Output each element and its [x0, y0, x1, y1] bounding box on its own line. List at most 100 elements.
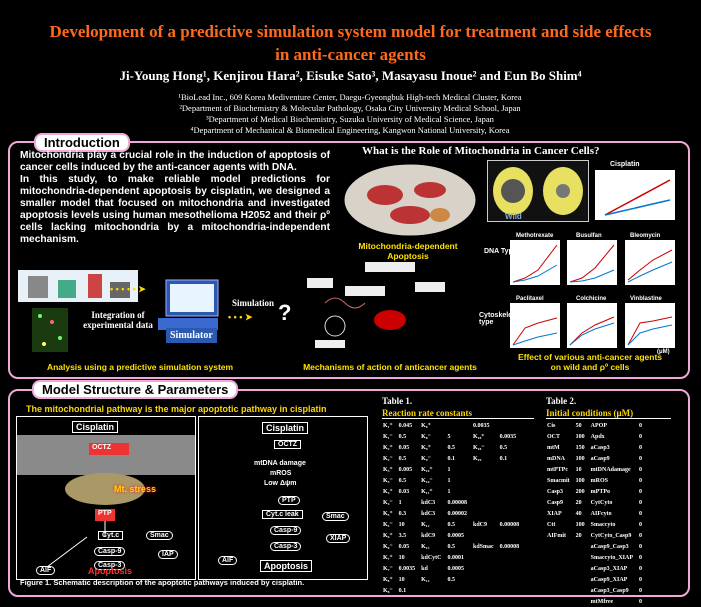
table-cell	[497, 563, 523, 574]
table-cell: 0	[639, 587, 642, 594]
cisplatin-chart	[595, 170, 675, 220]
left-smac-node: Smac	[146, 531, 173, 540]
integration-label: Integration of experimental data	[83, 310, 153, 330]
table1-subtitle: Reaction rate constants	[382, 408, 534, 419]
table-cell: 1	[398, 499, 402, 506]
table-cell: 1	[447, 466, 451, 473]
table-cell: K₁₄	[421, 576, 430, 583]
table-cell: K₁₉	[472, 455, 482, 462]
table-cell: K₅⁺	[383, 511, 393, 517]
table-cell: Casp9	[547, 499, 564, 506]
table-cell: K₇⁻	[383, 566, 393, 572]
table-cell: K₁₃	[421, 543, 430, 550]
right-lowpsi-node: Low Δψm	[264, 480, 297, 487]
table-cell	[470, 574, 497, 585]
right-xiap-node: XIAP	[326, 534, 351, 543]
table-cell: Cis	[547, 422, 556, 429]
left-cisplatin-node: Cisplatin	[72, 421, 119, 433]
table-cell: 100	[575, 433, 585, 440]
right-apoptosis-node: Apoptosis	[260, 560, 312, 572]
right-casp3-node: Casp-3	[270, 542, 302, 551]
table2-subtitle: Initial conditions (μM)	[546, 408, 671, 419]
table-cell: 10	[398, 576, 405, 583]
table-cell	[497, 464, 523, 475]
right-cytleak-node: Cyt.c leak	[262, 510, 303, 519]
mechanism-diagram	[305, 258, 475, 356]
table-cell: 1	[447, 488, 451, 495]
table-cell: K₆⁻	[383, 544, 393, 550]
table-cell: 0.5	[447, 543, 455, 550]
chart-title-colchicine: Colchicine	[576, 296, 607, 302]
simulation-label: Simulation	[232, 298, 275, 308]
table-cell: 0.5	[398, 477, 407, 484]
lab-equipment-image	[18, 270, 138, 302]
table-cell: K₉⁻	[421, 456, 431, 462]
table-cell: Apdx	[590, 433, 605, 440]
right-smac-node: Smac	[322, 512, 349, 521]
chart-title-vinblastine: Vinblastine	[630, 296, 662, 302]
left-apoptosis-node: Apoptosis	[88, 566, 132, 576]
table-cell: kdCytC	[421, 554, 442, 561]
table-cell: Smaccyto_XIAP	[590, 554, 633, 561]
table-cell	[470, 464, 497, 475]
table-cell: 0.0035	[472, 422, 490, 429]
table-cell: 0.3	[398, 510, 407, 517]
right-mros-node: mROS	[270, 470, 292, 477]
table-cell: K₄⁺	[383, 489, 393, 495]
table-cell: AIFmit	[547, 532, 566, 539]
table-cell: kdC9	[472, 521, 487, 528]
table-cell: aCasp9_Casp3	[590, 543, 629, 550]
table-cell: K₁₀⁻	[421, 478, 433, 484]
table-cell: 0	[639, 455, 642, 462]
table-cell: K₁₈⁻	[472, 445, 485, 451]
table1-title: Table 1.	[382, 396, 413, 406]
table-cell: mROS	[590, 477, 609, 484]
table-cell: K₁⁺	[383, 423, 393, 429]
table-cell	[470, 497, 497, 508]
affiliation: ³Department of Medical Biochemistry, Suz…	[206, 114, 494, 124]
right-aif-node: AIF	[218, 556, 238, 565]
table-cell: K₈⁻	[421, 434, 431, 440]
table-cell: Smacmit	[547, 477, 570, 484]
table-cell	[497, 585, 523, 596]
table-cell	[470, 563, 497, 574]
arrow-right-1: • • • • • ➤	[110, 284, 146, 294]
table-cell: 0.00008	[447, 499, 467, 506]
table-cell: aCasp3_Casp9	[590, 587, 629, 594]
table-cell	[470, 530, 497, 541]
table-cell: 5	[447, 433, 451, 440]
table-cell: Ctt	[547, 521, 556, 528]
table-cell: 0	[639, 521, 642, 528]
table-cell: 0	[639, 510, 642, 517]
table-cell: K₁₈⁺	[472, 434, 485, 440]
table-cell	[497, 420, 523, 431]
table-cell	[497, 497, 523, 508]
table-cell: K₅⁻	[383, 522, 393, 528]
table-cell: 20	[575, 532, 582, 539]
right-casp9-node: Casp-9	[270, 526, 302, 535]
intro-heading: Introduction	[34, 133, 130, 152]
table-cell: 0	[639, 576, 642, 583]
table-cell: 20	[575, 499, 582, 506]
dna-type-label: DNA Type	[484, 248, 517, 255]
table-cell	[573, 585, 588, 596]
table-cell: 0.0005	[447, 532, 464, 539]
table-cell: 0.03	[398, 488, 410, 495]
table-cell	[573, 563, 588, 574]
table-cell	[470, 585, 497, 596]
